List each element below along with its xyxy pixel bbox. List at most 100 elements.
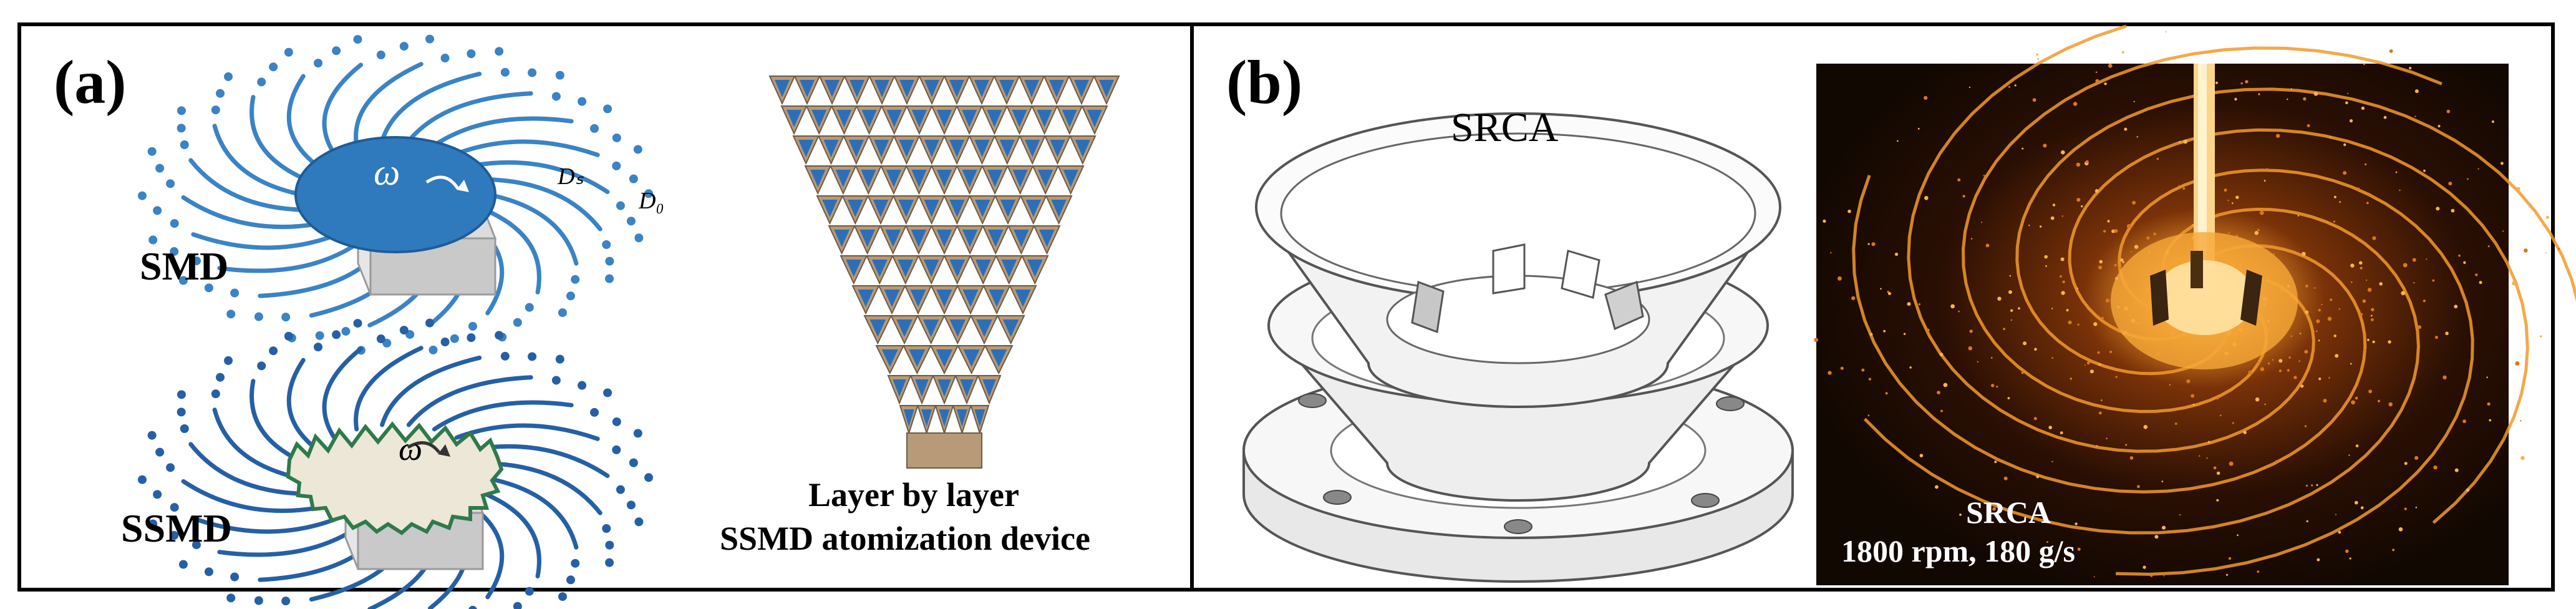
droplet <box>153 490 162 499</box>
spark <box>2315 330 2318 333</box>
spark <box>2475 273 2478 276</box>
spark <box>2060 257 2065 261</box>
spark <box>2360 313 2363 316</box>
spark <box>2545 252 2547 254</box>
cone-layers <box>768 76 1120 469</box>
spark <box>2073 102 2078 106</box>
droplet <box>204 567 213 577</box>
cone-blade-inner <box>1014 230 1029 247</box>
spark <box>2370 314 2373 317</box>
spark <box>2316 319 2320 323</box>
spark <box>2085 160 2089 163</box>
spark <box>2436 207 2440 211</box>
spark <box>2098 265 2103 270</box>
spark <box>2520 456 2525 460</box>
droplet <box>605 540 614 550</box>
spark <box>2367 288 2372 292</box>
spark <box>2106 437 2108 439</box>
cone-blade-inner <box>936 110 952 127</box>
spark <box>2339 201 2341 203</box>
spark <box>2216 397 2219 400</box>
cone-blade-inner <box>974 140 990 157</box>
spark <box>2179 514 2181 516</box>
cone-blade-inner <box>1025 200 1042 217</box>
droplet <box>178 560 188 569</box>
spark <box>2360 506 2364 510</box>
spark <box>2333 334 2336 338</box>
spark <box>2045 265 2047 267</box>
spark <box>2403 263 2408 268</box>
spark <box>2388 402 2393 407</box>
spark <box>1917 127 1920 130</box>
ssmd-label: SSMD <box>121 506 232 550</box>
spark <box>2417 325 2421 329</box>
droplet <box>211 389 220 399</box>
cone-blade-inner <box>936 170 952 187</box>
droplet <box>551 92 561 101</box>
spark <box>2501 162 2504 165</box>
spark <box>2174 422 2177 425</box>
spark <box>2192 224 2194 226</box>
spark <box>2014 84 2017 87</box>
spark <box>2345 549 2349 553</box>
spark <box>1959 514 1962 516</box>
spark <box>2216 471 2220 475</box>
spark <box>1830 251 1832 254</box>
droplet <box>177 124 186 133</box>
spark <box>1814 338 1818 342</box>
droplet <box>226 593 236 603</box>
smd-label: SMD <box>140 244 229 288</box>
spark <box>2304 349 2308 354</box>
droplet <box>192 540 201 550</box>
cone-blade-inner <box>898 260 914 277</box>
spark <box>2395 171 2398 173</box>
cone-blade-inner <box>963 349 980 367</box>
droplet <box>230 572 240 582</box>
droplet <box>495 331 504 340</box>
droplet <box>558 308 567 318</box>
spark <box>2350 263 2355 268</box>
droplet <box>177 106 186 115</box>
spark <box>2136 136 2138 138</box>
cone-blade-inner <box>1063 170 1078 187</box>
spark <box>1991 384 1995 387</box>
spark <box>2104 82 2107 85</box>
spark <box>2367 338 2370 341</box>
spark <box>2124 127 2128 131</box>
cone-blade-inner <box>1087 110 1102 127</box>
droplet <box>578 381 587 390</box>
spark <box>2539 335 2542 338</box>
cone-blade-inner <box>1038 170 1053 187</box>
spark <box>1840 366 1844 370</box>
cone-blade-inner <box>1024 80 1039 97</box>
spark <box>2052 203 2056 207</box>
spark <box>2103 230 2106 233</box>
droplet <box>192 256 201 266</box>
spark <box>2199 455 2201 457</box>
droplet <box>353 35 362 44</box>
droplet <box>281 597 291 606</box>
spark <box>2333 195 2336 198</box>
cone-blade-inner <box>800 80 815 97</box>
spark <box>2257 570 2260 573</box>
liquid-stream <box>322 62 363 156</box>
liquid-stream <box>322 346 363 440</box>
droplet <box>644 473 653 482</box>
droplet <box>147 431 157 440</box>
molten-streak <box>2068 128 2529 524</box>
spark <box>2108 64 2113 68</box>
cone-blade-inner <box>885 230 901 247</box>
liquid-stream <box>354 346 424 432</box>
spark <box>2114 263 2117 267</box>
spark <box>2095 71 2098 73</box>
spark <box>2227 199 2229 202</box>
cone-blade-inner <box>1039 230 1055 247</box>
spark <box>2039 225 2042 228</box>
droplet <box>332 46 341 56</box>
liquid-stream <box>249 95 308 182</box>
cone-blade-inner <box>1051 200 1067 217</box>
molten-streak <box>1907 24 2315 453</box>
molten-streak <box>2116 168 2474 576</box>
droplet <box>315 331 324 340</box>
spark <box>2383 115 2387 119</box>
